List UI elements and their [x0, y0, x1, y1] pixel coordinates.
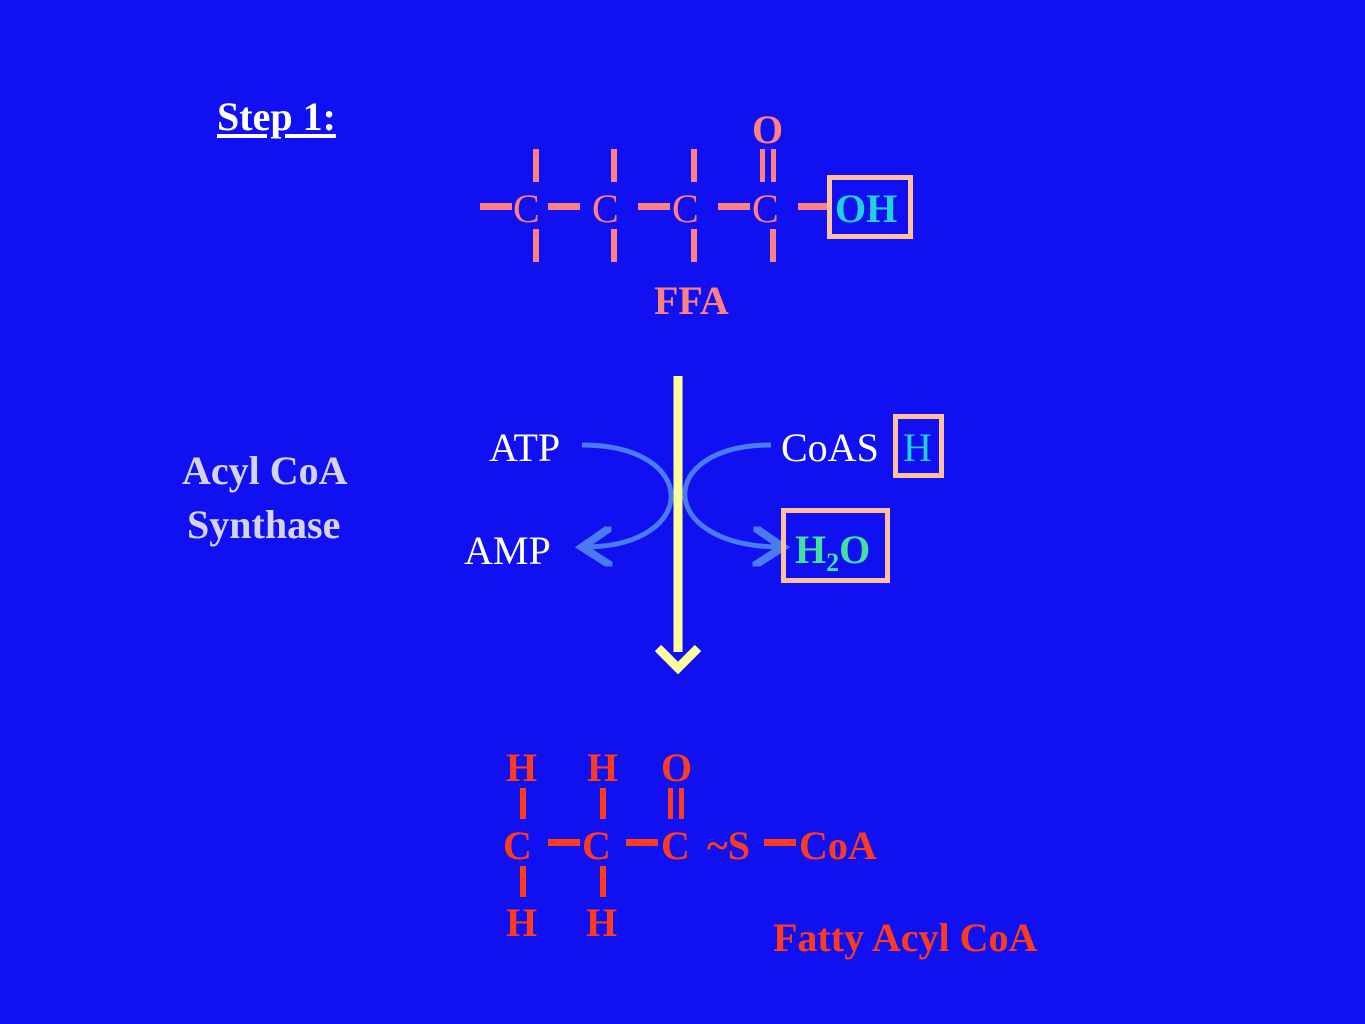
coash-h-highlight-box — [893, 414, 944, 478]
product-carbon-3: C — [661, 823, 690, 868]
product-thioester: ~S — [707, 823, 751, 868]
product-carbonyl-oxygen: O — [661, 745, 693, 790]
ffa-bond-down-4 — [770, 229, 776, 262]
amp-label: AMP — [464, 528, 551, 573]
product-bond-down-2 — [600, 866, 606, 897]
ffa-hydroxyl: OH — [835, 186, 898, 231]
product-double-bond-b — [679, 788, 684, 819]
product-bottom-h-1: H — [506, 900, 538, 945]
ffa-bond-c3-c4 — [718, 203, 750, 210]
product-bond-c1-c2 — [548, 839, 580, 846]
water-product: H2O — [795, 527, 871, 576]
hydroxyl-highlight-box — [827, 175, 913, 239]
ffa-bond-c2-c3 — [638, 203, 670, 210]
main-reaction-arrow-head — [654, 644, 702, 675]
coash-prefix: CoAS — [781, 425, 879, 470]
product-carbon-1: C — [503, 823, 532, 868]
product-double-bond-a — [668, 788, 673, 819]
ffa-bond-up-1 — [533, 149, 539, 182]
product-bond-up-2 — [600, 788, 606, 819]
ffa-carbonyl-oxygen: O — [752, 107, 784, 152]
atp-to-amp-curved-arrow — [582, 442, 674, 547]
ffa-bond-c4-oh — [798, 203, 828, 210]
ffa-bond-down-1 — [533, 229, 539, 262]
product-carbon-2: C — [582, 823, 611, 868]
product-bond-up-1 — [520, 788, 526, 819]
product-bottom-h-2: H — [586, 900, 618, 945]
ffa-carbon-4: C — [752, 186, 779, 231]
ffa-carbon-2: C — [592, 186, 619, 231]
product-label: Fatty Acyl CoA — [773, 915, 1038, 960]
ffa-bond-up-3 — [691, 149, 697, 182]
ffa-carbon-1: C — [513, 186, 540, 231]
coash-to-water-curved-arrow — [682, 442, 778, 547]
ffa-carbon-3: C — [672, 186, 699, 231]
slide-title: Step 1: — [217, 94, 336, 139]
product-coa: CoA — [799, 823, 877, 868]
product-top-h-1: H — [506, 745, 538, 790]
enzyme-name-line1: Acyl CoA — [182, 448, 348, 493]
product-top-h-2: H — [587, 745, 619, 790]
ffa-double-bond-b — [771, 149, 776, 182]
water-o: O — [839, 527, 871, 572]
ffa-bond-up-2 — [611, 149, 617, 182]
coash-hydrogen: H — [903, 425, 932, 470]
water-highlight-box — [781, 508, 890, 583]
ffa-bond-c1-c2 — [548, 203, 580, 210]
product-bond-c2-c3 — [626, 839, 658, 846]
ffa-bond-left — [480, 203, 512, 210]
ffa-label: FFA — [654, 278, 729, 323]
enzyme-name-line2: Synthase — [187, 502, 341, 547]
product-bond-s-coa — [764, 839, 796, 846]
product-bond-down-1 — [520, 866, 526, 897]
ffa-bond-down-2 — [611, 229, 617, 262]
ffa-double-bond-a — [760, 149, 765, 182]
water-h: H — [795, 527, 827, 572]
ffa-bond-down-3 — [691, 229, 697, 262]
water-subscript: 2 — [826, 548, 840, 577]
atp-label: ATP — [489, 425, 561, 470]
